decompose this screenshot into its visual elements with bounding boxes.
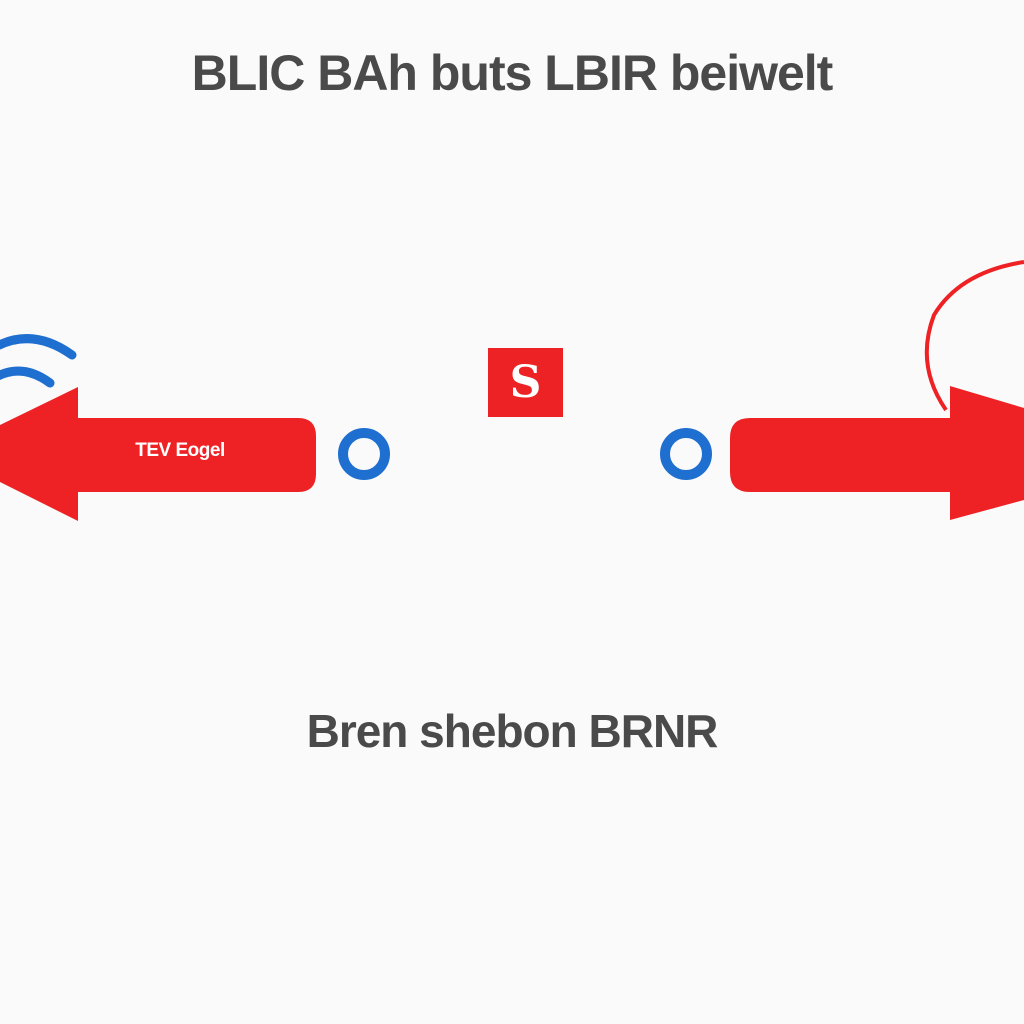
wifi-signal-icon: [0, 334, 77, 388]
center-badge: S: [488, 348, 563, 417]
right-loop-curve: [924, 260, 1024, 412]
left-ring-node-icon: [338, 428, 390, 480]
right-arrow: [730, 386, 1024, 520]
diagram-caption: Bren shebon BRNR: [306, 705, 719, 757]
diagram-title: BLIC BAh buts LBIR beiwelt: [191, 45, 834, 101]
left-arrow-label: TEV Eogel: [135, 440, 225, 461]
left-arrow: [0, 387, 316, 521]
right-ring-node-icon: [660, 428, 712, 480]
